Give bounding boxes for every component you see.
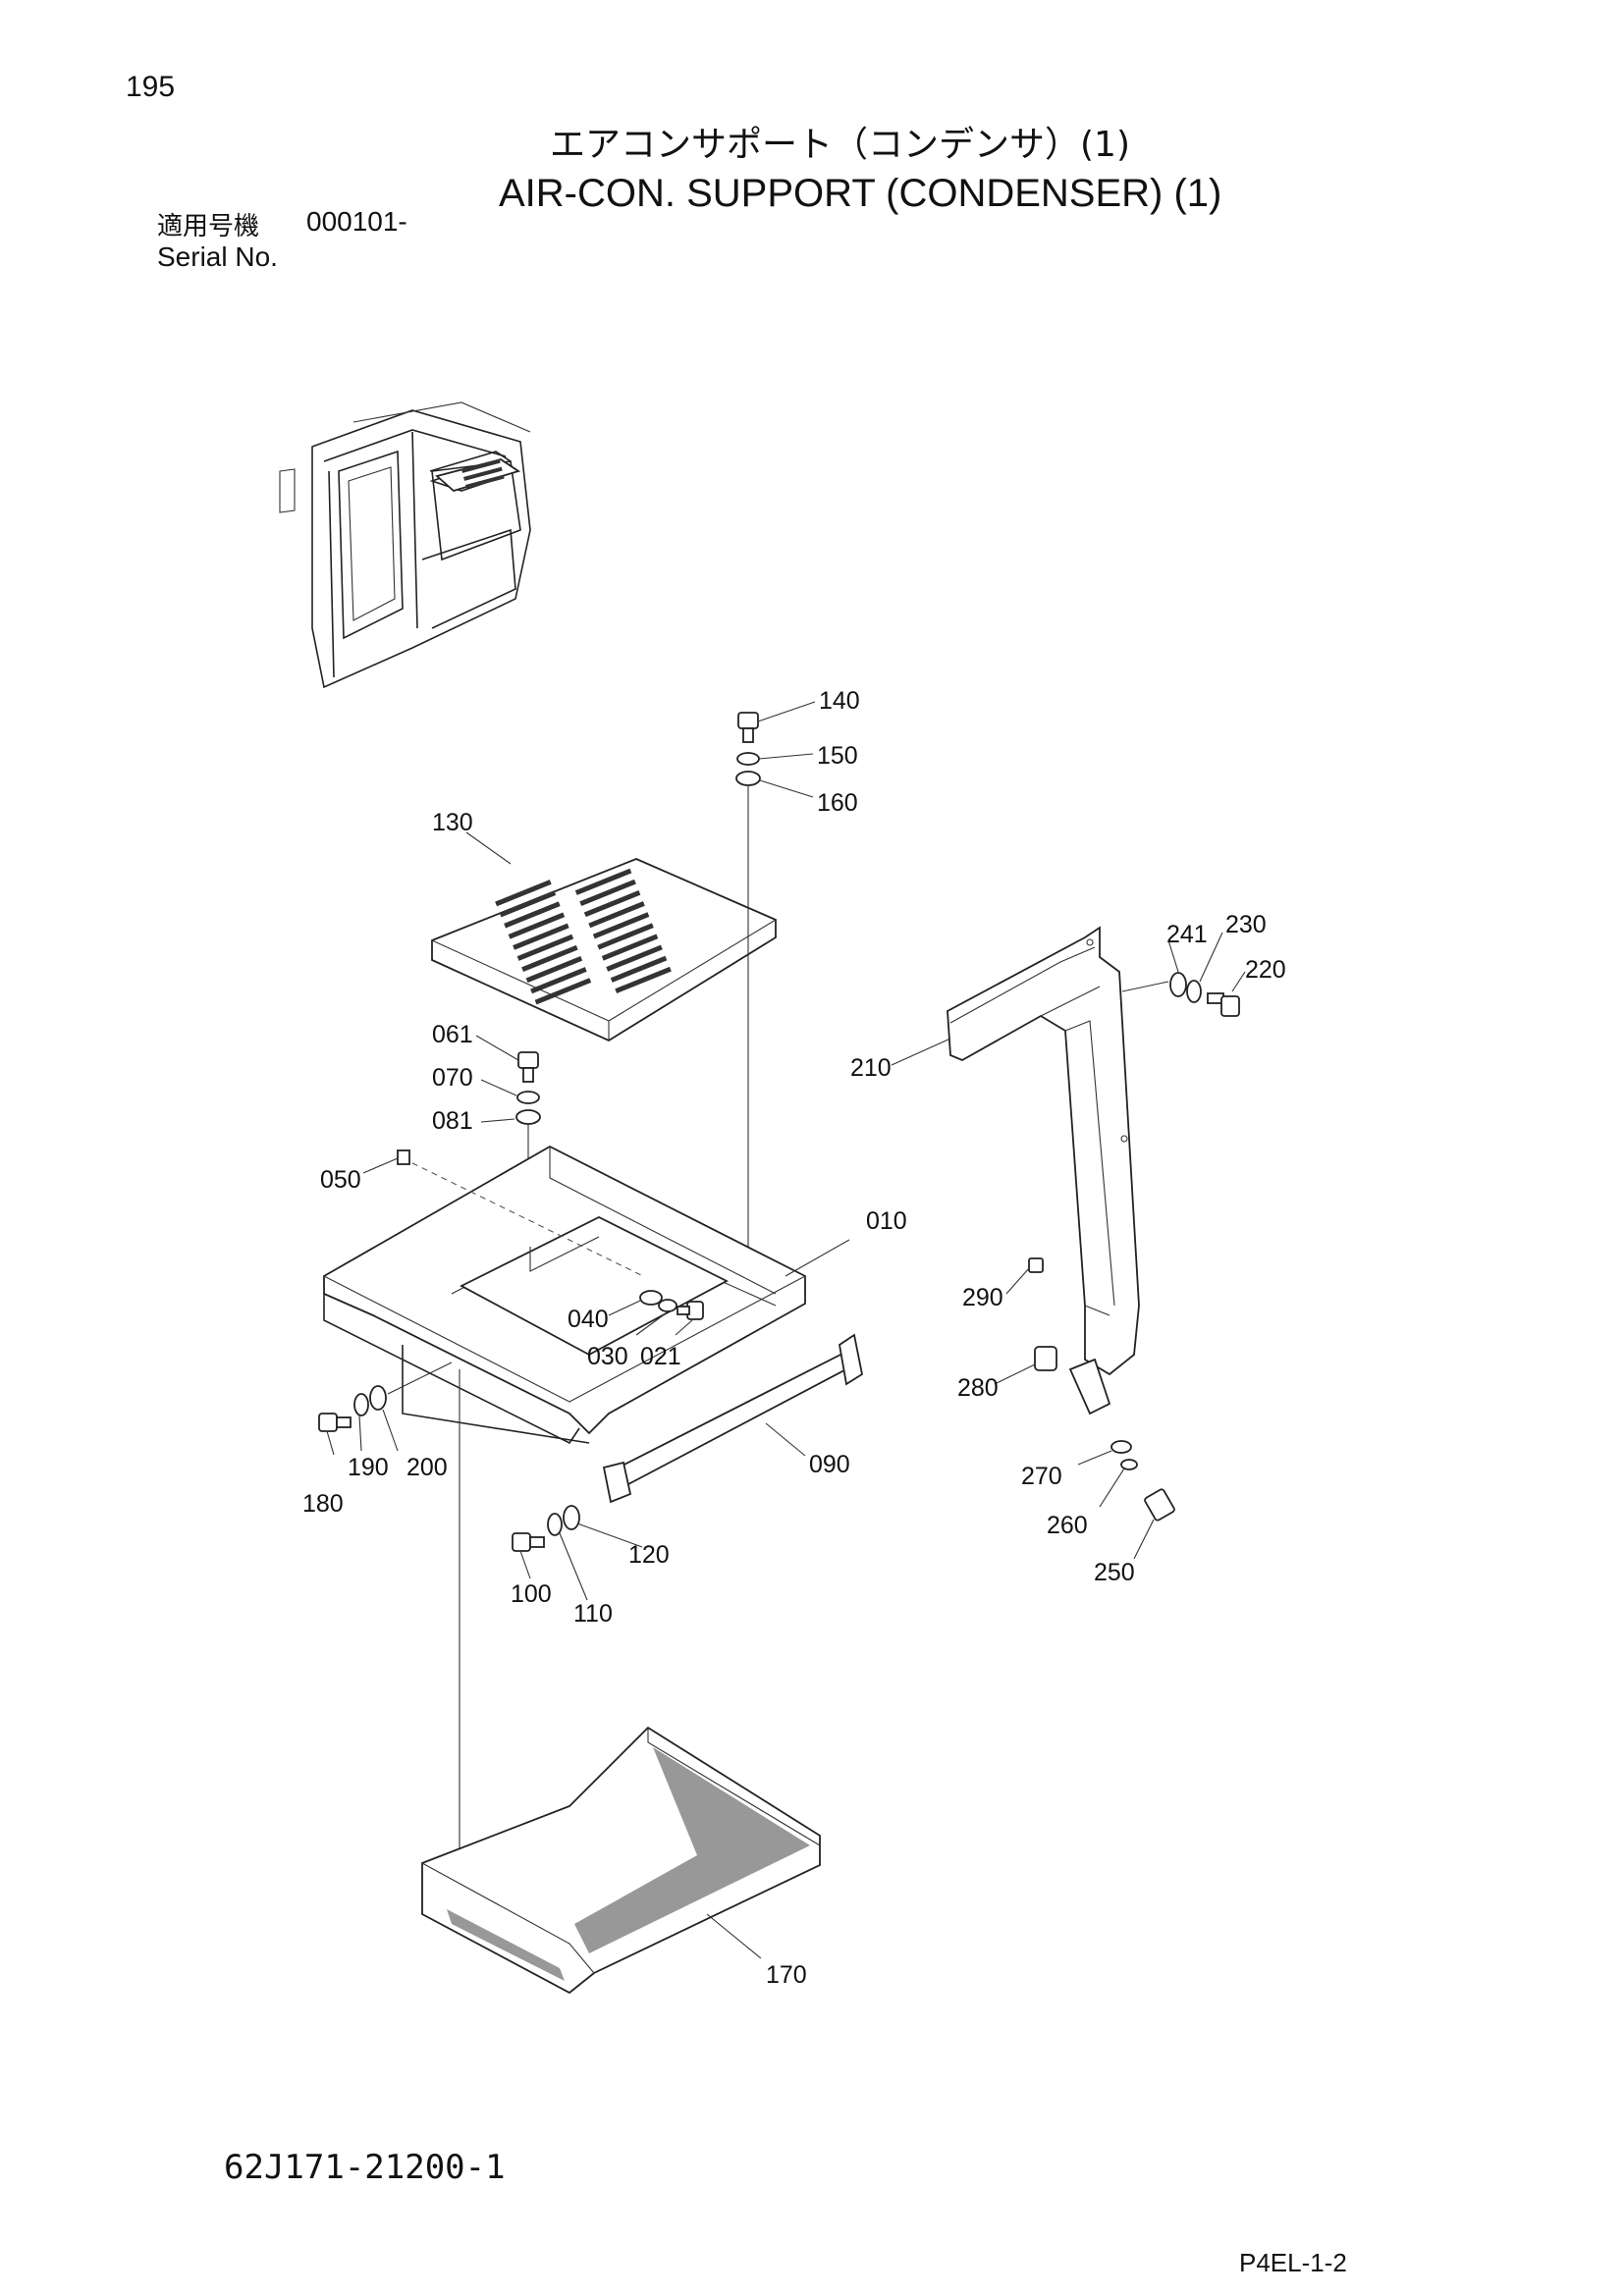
part-label-230: 230	[1225, 911, 1267, 938]
part-label-090: 090	[809, 1451, 850, 1478]
bolt-stack-040-030-021	[639, 1290, 704, 1320]
rod-part-090	[602, 1333, 864, 1504]
fastener-group-290-280-270-260-250	[1028, 1257, 1175, 1522]
bolt-stack-180-190-200	[318, 1362, 453, 1432]
page-title-english: AIR-CON. SUPPORT (CONDENSER) (1)	[499, 172, 1222, 215]
part-label-200: 200	[406, 1454, 448, 1481]
part-label-040: 040	[568, 1306, 609, 1333]
part-label-070: 070	[432, 1064, 473, 1092]
part-label-110: 110	[573, 1600, 613, 1628]
part-label-021: 021	[640, 1343, 681, 1370]
part-label-010: 010	[866, 1207, 907, 1235]
part-label-190: 190	[348, 1454, 389, 1481]
part-label-290: 290	[962, 1284, 1003, 1311]
part-label-220: 220	[1245, 956, 1286, 984]
serial-number-value: 000101-	[306, 206, 407, 237]
part-label-150: 150	[817, 742, 858, 770]
part-label-241: 241	[1166, 921, 1208, 948]
part-label-210: 210	[850, 1054, 892, 1082]
cab-location-thumbnail	[279, 401, 531, 689]
part-label-130: 130	[432, 809, 473, 836]
bolt-stack-140-150-160	[735, 712, 761, 1252]
part-label-030: 030	[587, 1343, 628, 1370]
part-label-061: 061	[432, 1021, 473, 1048]
part-label-160: 160	[817, 789, 858, 817]
mesh-step-part-170	[421, 1726, 821, 1995]
bracket-part-210	[947, 926, 1140, 1415]
page-number: 195	[126, 71, 176, 103]
part-label-260: 260	[1047, 1512, 1088, 1539]
leader-lines	[326, 701, 1246, 1959]
drawing-number: 62J171-21200-1	[224, 2148, 506, 2187]
part-label-140: 140	[819, 687, 860, 715]
part-label-180: 180	[302, 1490, 344, 1518]
part-label-270: 270	[1021, 1463, 1062, 1490]
bolt-stack-241-230-220	[1169, 972, 1240, 1017]
serial-label-english: Serial No.	[157, 241, 278, 272]
part-label-120: 120	[628, 1541, 670, 1569]
part-label-280: 280	[957, 1374, 999, 1402]
part-label-170: 170	[766, 1961, 807, 1989]
bolt-stack-061-070-081	[515, 1051, 541, 1168]
base-frame-part-010	[323, 1145, 806, 1445]
top-cover-part-130	[431, 858, 777, 1042]
part-label-050: 050	[320, 1166, 361, 1194]
part-number-labels: 140 150 160 130 241 230 220 061 070 081 …	[302, 687, 1286, 1989]
page-code: P4EL-1-2	[1239, 2248, 1347, 2277]
part-label-081: 081	[432, 1107, 473, 1135]
serial-label-japanese: 適用号機	[157, 212, 260, 241]
page-title-japanese: エアコンサポート（コンデンサ）(1)	[550, 125, 1130, 165]
part-label-100: 100	[511, 1580, 552, 1608]
bolt-stack-100-110-120	[512, 1505, 580, 1552]
part-label-250: 250	[1094, 1559, 1135, 1586]
